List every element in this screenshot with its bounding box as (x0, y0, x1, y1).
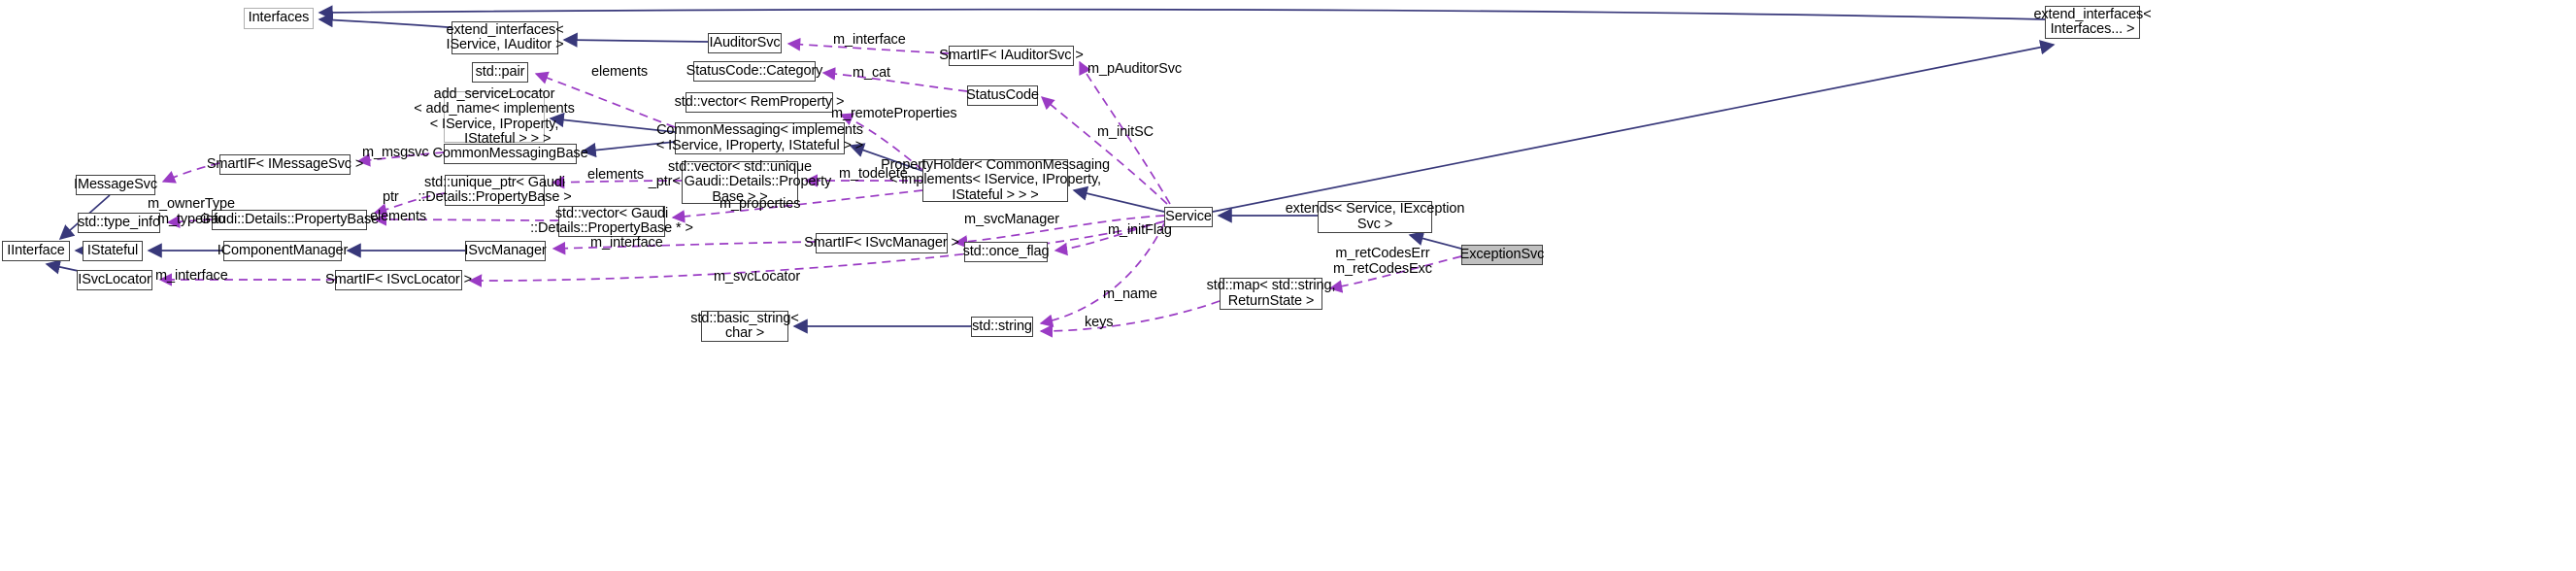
class-node-stdmap_string_return[interactable]: std::map< std::string, ReturnState > (1206, 278, 1336, 310)
edge-label-lbl_keys: keys (1085, 315, 1114, 330)
class-node-commonmessaging_impl[interactable]: CommonMessaging< implements < IService, … (655, 122, 864, 154)
edge-label-lbl_m_todelete: m_todelete (839, 166, 908, 182)
class-node-service[interactable]: Service (1164, 207, 1213, 227)
edge-label-lbl_m_svcmanager: m_svcManager (964, 212, 1059, 227)
class-node-exceptionsvc[interactable]: ExceptionSvc (1460, 245, 1544, 265)
edge-label-lbl_m_interface_isvcmanager: m_interface (590, 235, 663, 251)
edge-label-lbl_m_properties: m_properties (719, 196, 801, 212)
edge-label-lbl_m_remoteproperties: m_remoteProperties (831, 106, 957, 121)
class-node-stdvector_propbase_ptr[interactable]: std::vector< Gaudi ::Details::PropertyBa… (530, 205, 693, 237)
class-node-interfaces[interactable]: Interfaces (244, 8, 314, 29)
edge-label-lbl_elements_uniqueptr: elements (587, 167, 645, 183)
edge-label-lbl_m_retcodes: m_retCodesErr m_retCodesExc (1333, 246, 1432, 277)
class-node-stdbasic_string_char[interactable]: std::basic_string< char > (690, 310, 799, 342)
edge-label-lbl_m_interface_isvclocator: m_interface (155, 268, 228, 284)
class-node-iauditorsvc[interactable]: IAuditorSvc (708, 33, 782, 53)
edge-label-lbl_m_name: m_name (1103, 286, 1157, 302)
edge-label-lbl_ptr: ptr (383, 189, 399, 205)
class-node-imessagesvc[interactable]: IMessageSvc (74, 175, 157, 195)
edge-label-lbl_m_initsc: m_initSC (1097, 124, 1154, 140)
edge-label-lbl_m_cat: m_cat (853, 65, 890, 81)
edge-label-lbl_m_interface_iauditorsvc: m_interface (833, 32, 906, 48)
class-node-isvclocator[interactable]: ISvcLocator (77, 270, 152, 290)
class-node-propertyholder[interactable]: PropertyHolder< CommonMessaging < implem… (881, 156, 1110, 203)
class-node-stdunique_ptr_propbase[interactable]: std::unique_ptr< Gaudi ::Details::Proper… (418, 174, 572, 206)
edge-label-lbl_m_initflag: m_initFlag (1108, 222, 1172, 238)
class-node-extend_if_isvc_iaud[interactable]: extend_interfaces< IService, IAuditor > (446, 21, 564, 54)
class-node-istateful[interactable]: IStateful (83, 241, 143, 261)
class-node-statuscode_category[interactable]: StatusCode::Category (686, 61, 822, 82)
class-node-gaudi_propertybase[interactable]: Gaudi::Details::PropertyBase (200, 210, 379, 230)
class-node-smartif_isvclocator[interactable]: SmartIF< ISvcLocator > (325, 270, 472, 290)
edge-label-lbl_m_msgsvc: m_msgsvc (362, 145, 429, 160)
class-node-extend_if_variadic[interactable]: extend_interfaces< Interfaces... > (2033, 6, 2152, 39)
class-node-icomponentmanager[interactable]: IComponentManager (217, 241, 348, 261)
class-node-smartif_imessagesvc[interactable]: SmartIF< IMessageSvc > (207, 154, 363, 175)
class-node-extends_service_iexc[interactable]: extends< Service, IException Svc > (1285, 201, 1465, 233)
class-node-statuscode[interactable]: StatusCode (966, 85, 1039, 106)
edge-label-lbl_m_ownertype: m_ownerType m_typeinfo (148, 196, 235, 227)
class-node-smartif_iauditorsvc[interactable]: SmartIF< IAuditorSvc > (939, 46, 1084, 66)
class-node-isvcmanager[interactable]: ISvcManager (464, 241, 547, 261)
class-node-iinterface[interactable]: IInterface (2, 241, 70, 261)
edge-label-lbl_m_pauditorsvc: m_pAuditorSvc (1087, 61, 1183, 77)
edge-label-lbl_elements_propbase: elements (370, 209, 427, 224)
edge-label-lbl_elements_pair: elements (591, 64, 649, 80)
class-node-stdpair[interactable]: std::pair (472, 62, 528, 83)
class-node-stdonce_flag[interactable]: std::once_flag (963, 242, 1050, 262)
class-node-stdvector_remproperty[interactable]: std::vector< RemProperty > (675, 92, 844, 113)
class-node-smartif_isvcmanager[interactable]: SmartIF< ISvcManager > (804, 233, 959, 253)
class-node-stdstring[interactable]: std::string (971, 317, 1033, 337)
edge-label-lbl_m_svclocator: m_svcLocator (714, 269, 801, 285)
class-node-add_servicelocator[interactable]: add_serviceLocator < add_name< implement… (414, 85, 575, 147)
class-node-commonmessagingbase[interactable]: CommonMessagingBase (432, 144, 588, 164)
